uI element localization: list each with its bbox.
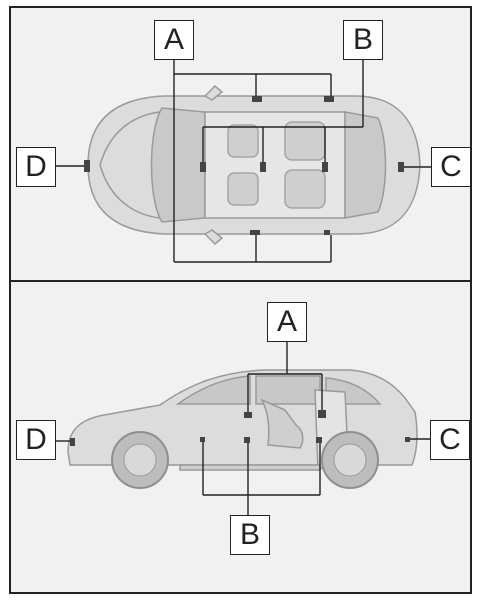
sensor-d [84, 160, 90, 172]
car-top-view [87, 84, 421, 246]
sensor-b-3 [322, 162, 328, 172]
panel-divider [9, 280, 472, 282]
top-sensors [84, 96, 404, 235]
top-leader-lines [56, 60, 431, 263]
sensor-b-1 [200, 162, 206, 172]
side-sensor-c [405, 437, 410, 442]
sensor-a-right [324, 96, 334, 102]
sensor-a-bottom-left [250, 230, 260, 235]
side-sensor-a-left [244, 412, 252, 418]
label-d-top: D [16, 147, 56, 187]
side-sensor-b-2 [244, 437, 250, 443]
sensor-a-left [252, 96, 262, 102]
side-leader-lines [56, 342, 430, 515]
label-a-top: A [154, 20, 194, 60]
side-sensor-b-3 [316, 437, 322, 443]
wheels [111, 431, 379, 489]
side-sensor-d [70, 438, 75, 446]
side-sensors [70, 410, 410, 446]
side-sensor-a-right [318, 410, 326, 418]
sensor-b-2 [260, 162, 266, 172]
label-d-side: D [16, 420, 56, 460]
label-b-top: B [343, 20, 383, 60]
label-c-side: C [430, 420, 470, 460]
label-a-side: A [267, 302, 307, 342]
label-b-side: B [230, 515, 270, 555]
label-c-top: C [431, 147, 471, 187]
sensor-a-bottom-right [324, 230, 330, 235]
side-sensor-b-1 [200, 437, 205, 442]
sensor-c [398, 162, 404, 172]
